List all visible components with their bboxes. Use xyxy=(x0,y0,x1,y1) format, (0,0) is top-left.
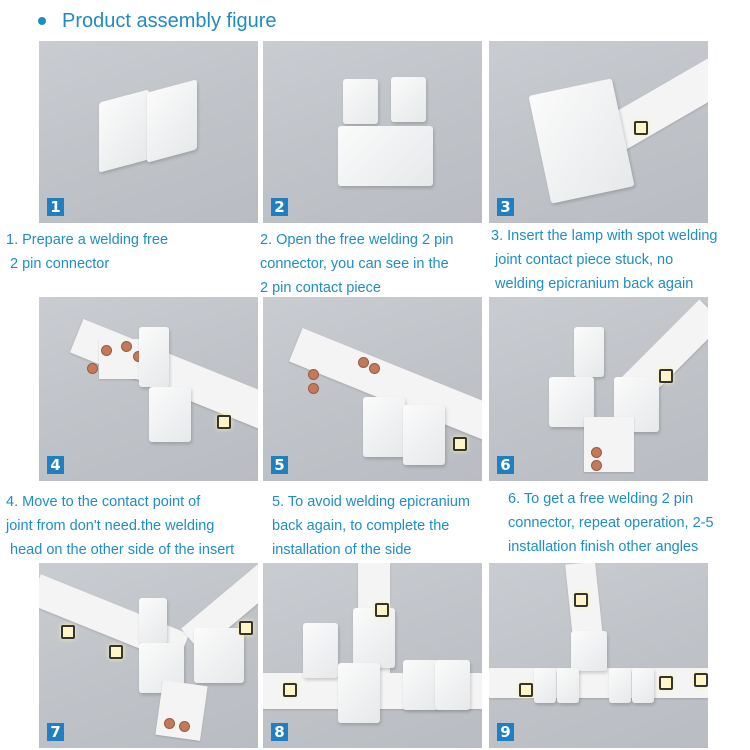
step-1-badge: 1 xyxy=(47,198,64,216)
step-2-badge: 2 xyxy=(271,198,288,216)
page-title: Product assembly figure xyxy=(38,6,277,36)
step-9-badge: 9 xyxy=(497,723,514,741)
bullet-icon xyxy=(38,17,46,25)
title-text: Product assembly figure xyxy=(62,9,277,32)
step-6-badge: 6 xyxy=(497,456,514,474)
step-4-badge: 4 xyxy=(47,456,64,474)
step-5-badge: 5 xyxy=(271,456,288,474)
step-4-photo: 4 xyxy=(39,297,258,481)
step-5-photo: 5 xyxy=(263,297,482,481)
step-8-photo: 8 xyxy=(263,563,482,748)
step-7-photo: 7 xyxy=(39,563,258,748)
step-7-badge: 7 xyxy=(47,723,64,741)
step-8-badge: 8 xyxy=(271,723,288,741)
step-1-photo: 1 xyxy=(39,41,258,223)
step-2-photo: 2 xyxy=(263,41,482,223)
step-3-caption: 3. Insert the lamp with spot welding joi… xyxy=(491,228,718,292)
step-3-photo: 3 xyxy=(489,41,708,223)
step-6-photo: 6 xyxy=(489,297,708,481)
step-1-caption: 1. Prepare a welding free 2 pin connecto… xyxy=(6,232,169,272)
step-9-photo: 9 xyxy=(489,563,708,748)
step-3-badge: 3 xyxy=(497,198,514,216)
